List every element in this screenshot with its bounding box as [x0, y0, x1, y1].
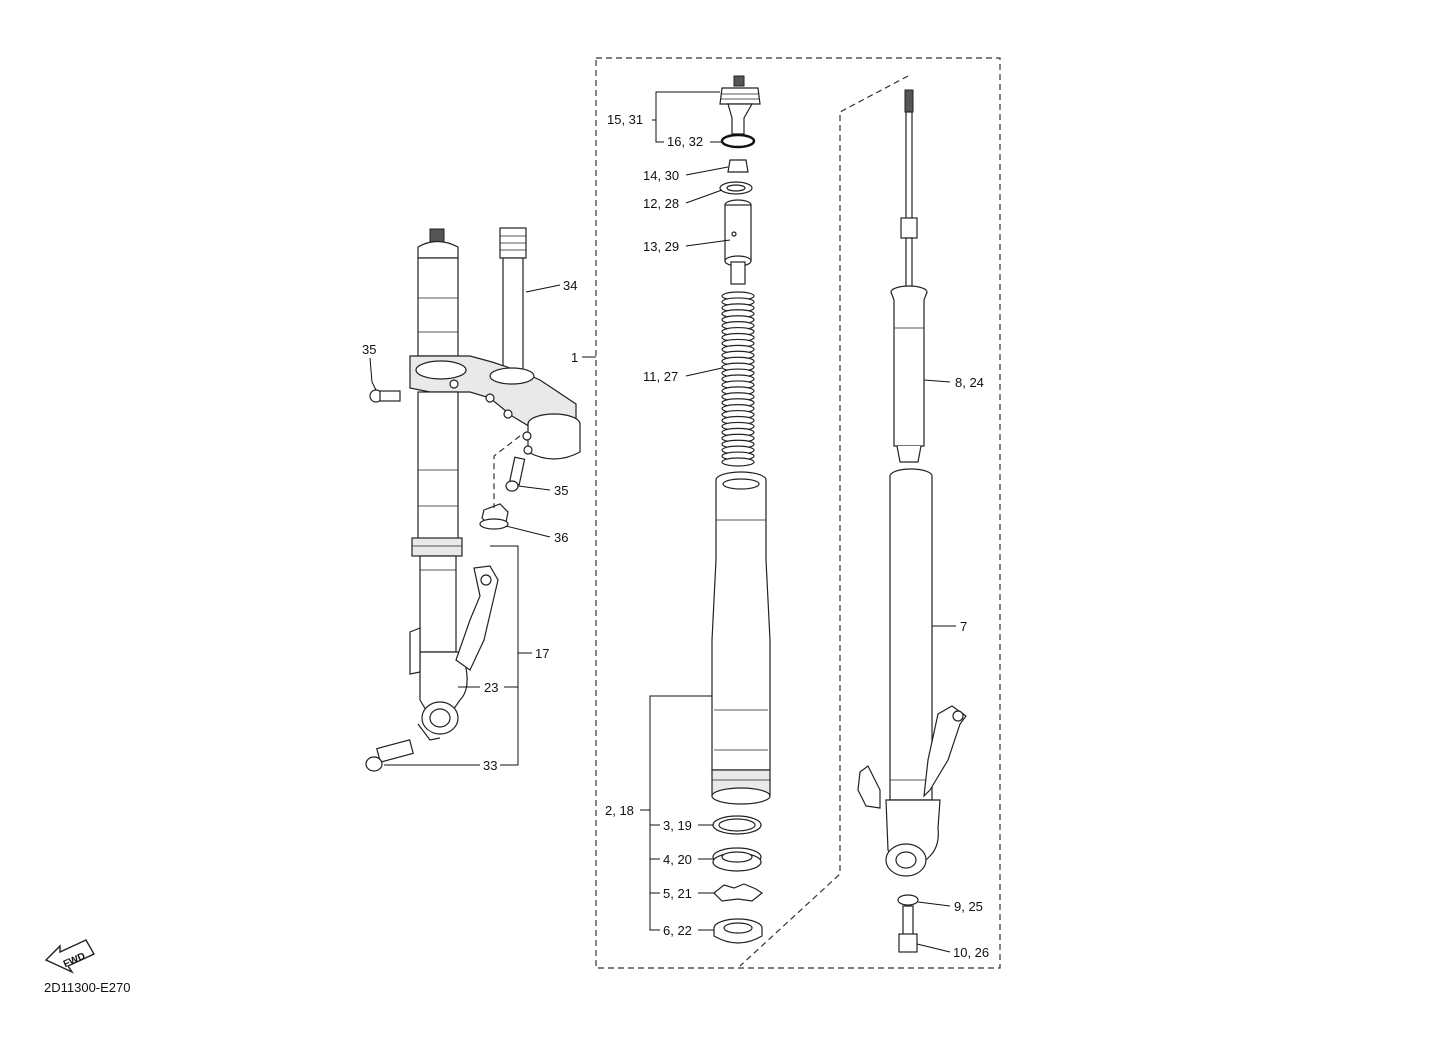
callout-35-top: 35 [362, 342, 376, 357]
callout-15-31: 15, 31 [607, 112, 643, 127]
callout-16-32: 16, 32 [667, 134, 703, 149]
fwd-arrow-icon: FWD [44, 939, 95, 974]
callout-2-18: 2, 18 [605, 803, 634, 818]
callout-14-30: 14, 30 [643, 168, 679, 183]
callout-labels: 15, 31 16, 32 14, 30 12, 28 13, 29 11, 2… [362, 112, 989, 960]
callout-13-29: 13, 29 [643, 239, 679, 254]
callout-8-24: 8, 24 [955, 375, 984, 390]
callout-6-22: 6, 22 [663, 923, 692, 938]
callout-35-lower: 35 [554, 483, 568, 498]
exploded-components-right [857, 89, 967, 953]
callout-17: 17 [535, 646, 549, 661]
fork-spring [721, 291, 755, 467]
exploded-components-center [711, 75, 771, 944]
callout-10-26: 10, 26 [953, 945, 989, 960]
callout-34: 34 [563, 278, 577, 293]
callout-36: 36 [554, 530, 568, 545]
callout-1: 1 [571, 350, 578, 365]
callout-5-21: 5, 21 [663, 886, 692, 901]
callout-7: 7 [960, 619, 967, 634]
callout-4-20: 4, 20 [663, 852, 692, 867]
callout-12-28: 12, 28 [643, 196, 679, 211]
spring-coil [721, 457, 755, 467]
drawing-code: 2D11300-E270 [44, 980, 131, 995]
leader-lines [369, 91, 956, 953]
fork-assembly-boundary [595, 57, 1001, 969]
callout-23: 23 [484, 680, 498, 695]
callout-3-19: 3, 19 [663, 818, 692, 833]
callout-11-27: 11, 27 [643, 369, 678, 384]
assembled-fork-illustration [365, 227, 581, 772]
callout-33: 33 [483, 758, 497, 773]
callout-9-25: 9, 25 [954, 899, 983, 914]
